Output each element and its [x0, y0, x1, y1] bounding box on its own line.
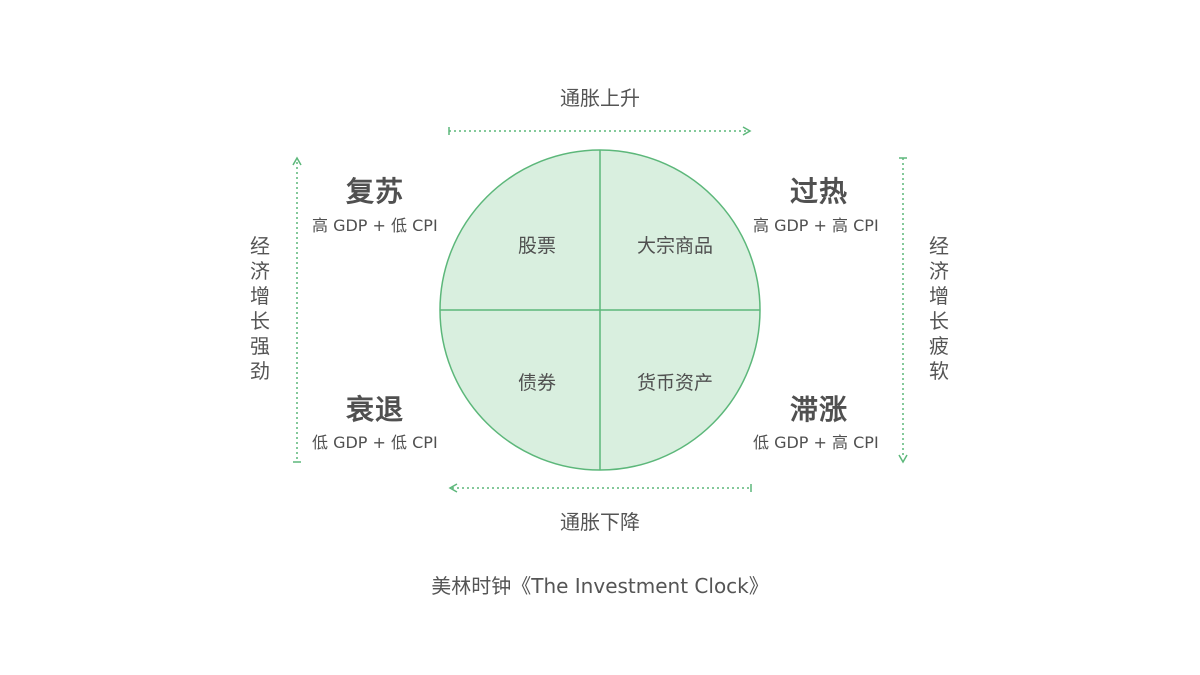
phase-recession-desc: 低 GDP + 低 CPI — [312, 433, 438, 452]
axis-label-right: 经济增长疲软 — [929, 234, 949, 383]
phase-recovery-desc: 高 GDP + 低 CPI — [312, 216, 438, 235]
axis-label-top: 通胀上升 — [560, 86, 640, 110]
top-arrow — [448, 126, 752, 136]
axis-label-bottom: 通胀下降 — [560, 510, 640, 534]
asset-stocks: 股票 — [517, 235, 556, 257]
asset-commodities: 大宗商品 — [636, 235, 713, 257]
axis-label-left: 经济增长强劲 — [250, 234, 270, 383]
left-arrow — [292, 156, 302, 463]
right-arrow — [898, 157, 908, 464]
phase-recovery-title: 复苏 — [346, 175, 405, 208]
diagram-caption: 美林时钟《The Investment Clock》 — [431, 574, 769, 598]
asset-cash: 货币资产 — [636, 372, 713, 394]
asset-bonds: 债券 — [517, 372, 556, 394]
phase-recession-title: 衰退 — [346, 393, 405, 426]
phase-stagflation-desc: 低 GDP + 高 CPI — [753, 433, 879, 452]
phase-overheat-desc: 高 GDP + 高 CPI — [753, 216, 879, 235]
bottom-arrow — [448, 483, 752, 493]
phase-overheat-title: 过热 — [790, 175, 849, 208]
phase-stagflation-title: 滞涨 — [790, 393, 849, 426]
